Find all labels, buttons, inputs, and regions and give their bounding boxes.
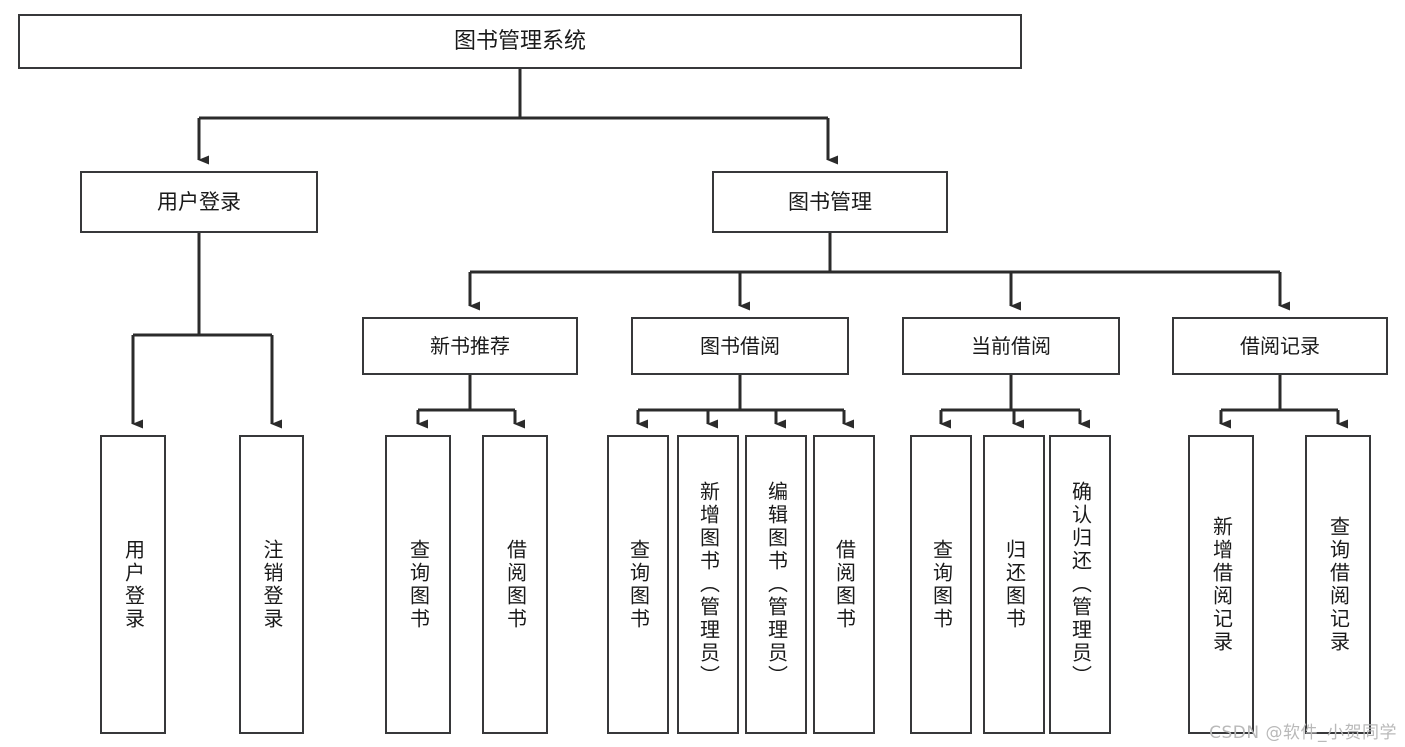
node-root-label: 图书管理系统	[453, 28, 586, 54]
node-borrow-records[interactable]: 借阅记录	[1172, 317, 1388, 375]
leaf-borrow-query-book[interactable]: 查询图书	[607, 435, 669, 734]
leaf-records-add-record[interactable]: 新增借阅记录	[1188, 435, 1254, 734]
leaf-newbook-query-book-label: 查询图书	[406, 538, 431, 631]
node-current-borrow[interactable]: 当前借阅	[902, 317, 1120, 375]
node-user-login-label: 用户登录	[157, 189, 241, 214]
leaf-user-logout-label: 注销登录	[260, 538, 284, 631]
node-book-borrow[interactable]: 图书借阅	[631, 317, 849, 375]
leaf-newbook-borrow-book[interactable]: 借阅图书	[482, 435, 548, 734]
leaf-newbook-borrow-book-label: 借阅图书	[503, 538, 528, 631]
leaf-current-confirm-return-admin-label: 确认归还（管理员）	[1068, 481, 1093, 688]
leaf-records-add-record-label: 新增借阅记录	[1209, 515, 1234, 654]
leaf-borrow-add-book-admin-label: 新增图书（管理员）	[696, 481, 721, 688]
leaf-current-return-book-label: 归还图书	[1002, 538, 1027, 631]
leaf-current-confirm-return-admin[interactable]: 确认归还（管理员）	[1049, 435, 1111, 734]
leaf-user-login-label: 用户登录	[121, 538, 146, 631]
leaf-current-query-book[interactable]: 查询图书	[910, 435, 972, 734]
node-book-manage-label: 图书管理	[788, 189, 872, 214]
node-new-book-recommend[interactable]: 新书推荐	[362, 317, 578, 375]
node-new-book-recommend-label: 新书推荐	[430, 333, 510, 358]
leaf-current-return-book[interactable]: 归还图书	[983, 435, 1045, 734]
leaf-borrow-lend-book-label: 借阅图书	[832, 538, 857, 631]
node-user-login[interactable]: 用户登录	[80, 171, 318, 233]
node-root[interactable]: 图书管理系统	[18, 14, 1022, 69]
leaf-borrow-add-book-admin[interactable]: 新增图书（管理员）	[677, 435, 739, 734]
leaf-records-query-record[interactable]: 查询借阅记录	[1305, 435, 1371, 734]
node-book-manage[interactable]: 图书管理	[712, 171, 948, 233]
node-book-borrow-label: 图书借阅	[700, 333, 780, 358]
leaf-current-query-book-label: 查询图书	[929, 538, 954, 631]
leaf-records-query-record-label: 查询借阅记录	[1326, 515, 1351, 654]
node-borrow-records-label: 借阅记录	[1240, 333, 1320, 358]
leaf-borrow-lend-book[interactable]: 借阅图书	[813, 435, 875, 734]
leaf-borrow-edit-book-admin-label: 编辑图书（管理员）	[764, 481, 789, 688]
leaf-user-login[interactable]: 用户登录	[100, 435, 166, 734]
leaf-borrow-query-book-label: 查询图书	[626, 538, 651, 631]
leaf-newbook-query-book[interactable]: 查询图书	[385, 435, 451, 734]
node-current-borrow-label: 当前借阅	[971, 333, 1051, 358]
leaf-borrow-edit-book-admin[interactable]: 编辑图书（管理员）	[745, 435, 807, 734]
leaf-user-logout[interactable]: 注销登录	[239, 435, 304, 734]
